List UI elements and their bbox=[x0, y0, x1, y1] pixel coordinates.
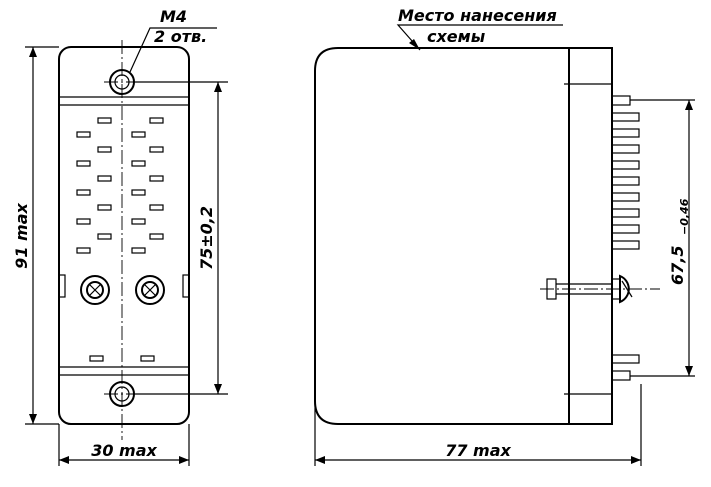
thread-label: M4 bbox=[160, 7, 187, 26]
side-view bbox=[314, 47, 660, 425]
side-dimensions bbox=[314, 24, 695, 466]
note-line1: Место нанесения bbox=[398, 6, 557, 25]
note-line2: схемы bbox=[427, 27, 486, 46]
mount-spacing-label: 75±0,2 bbox=[197, 206, 216, 270]
side-latch-right bbox=[182, 274, 190, 298]
front-outline bbox=[58, 46, 190, 425]
terminal-screw-left bbox=[80, 275, 110, 305]
height-label: 91 max bbox=[12, 203, 31, 269]
side-housing bbox=[314, 47, 570, 425]
terminal-screw-right bbox=[135, 275, 165, 305]
depth-label: 77 max bbox=[445, 441, 511, 460]
pins bbox=[611, 95, 640, 381]
side-base bbox=[568, 47, 613, 425]
m4-leader bbox=[129, 27, 217, 73]
pin-span-label-group: 67,5 −0,46 bbox=[668, 198, 691, 285]
side-latch-left bbox=[58, 274, 66, 298]
pin-span-label: 67,5 bbox=[668, 246, 687, 285]
front-view bbox=[58, 40, 190, 440]
front-dimensions bbox=[25, 27, 228, 466]
pin-span-tolerance: −0,46 bbox=[678, 198, 691, 235]
hole-count-label: 2 отв. bbox=[154, 27, 207, 46]
contact-slots bbox=[76, 117, 164, 362]
width-label: 30 max bbox=[91, 441, 157, 460]
